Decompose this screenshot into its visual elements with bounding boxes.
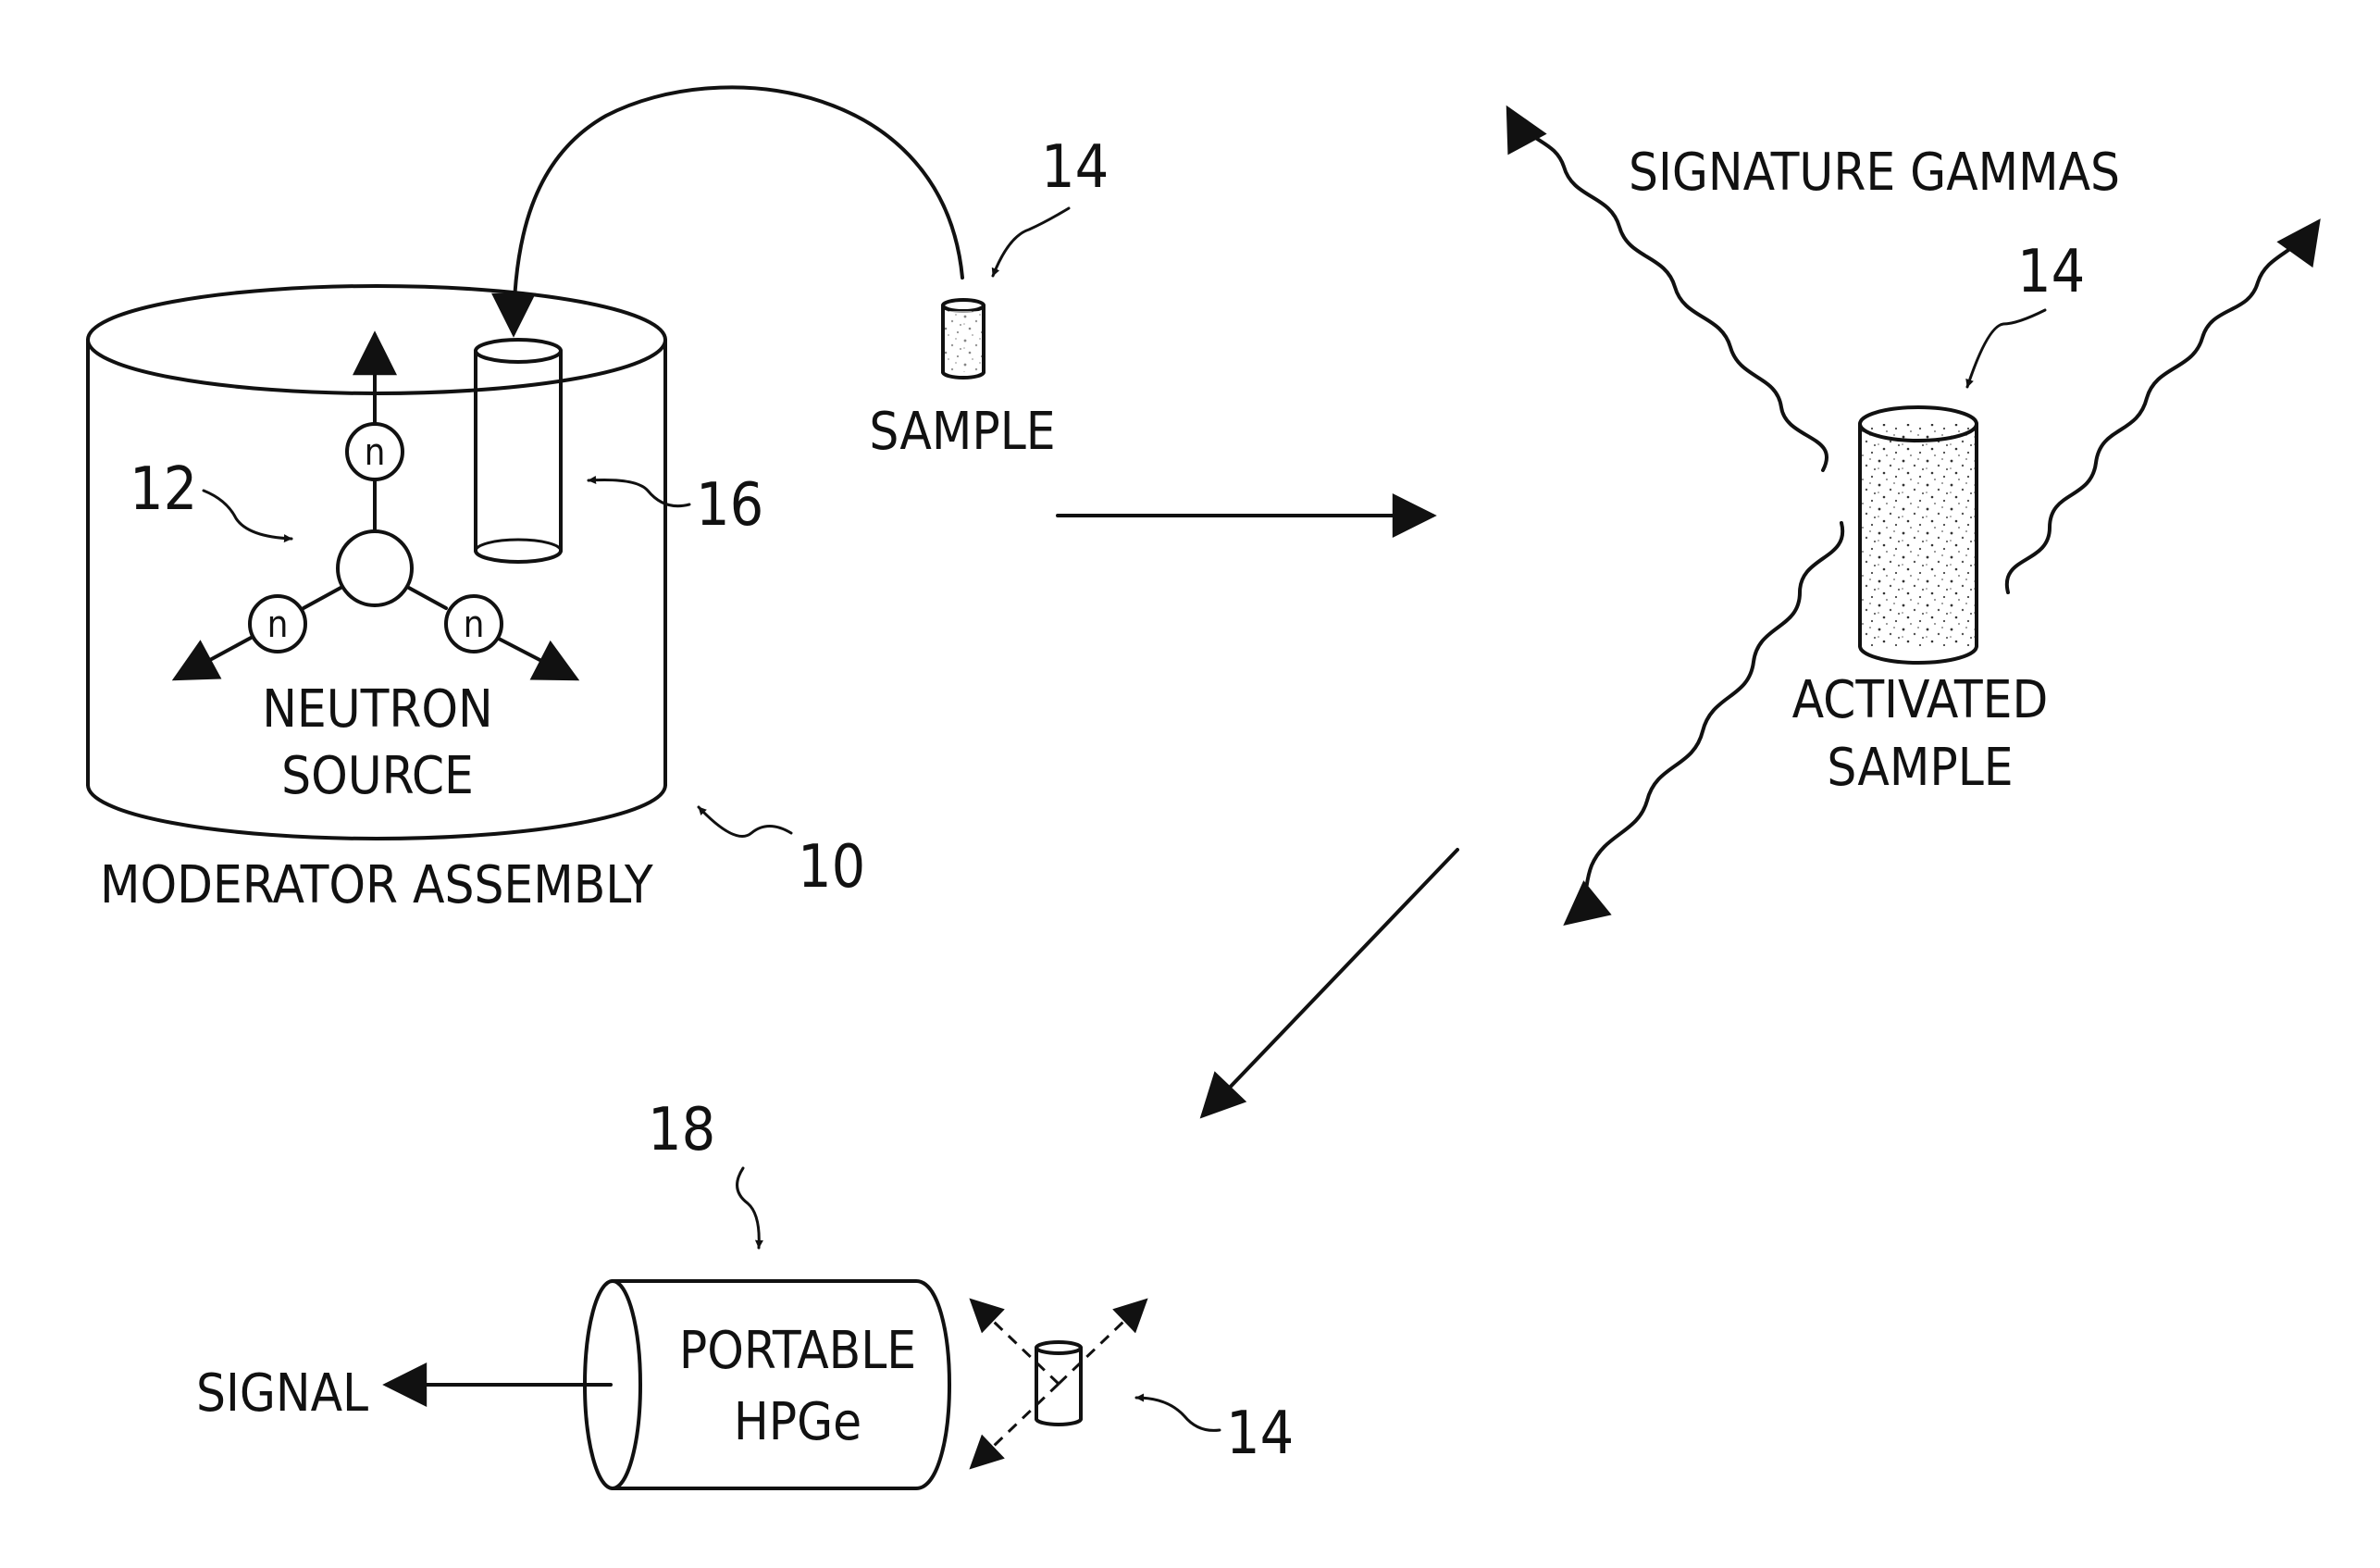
- ref-neutron-source: 12: [130, 455, 197, 524]
- signature-gammas-label: SIGNATURE GAMMAS: [1629, 143, 2120, 203]
- neutron-source-label-1: NEUTRON: [262, 679, 492, 740]
- leader-activated-sample: [1967, 310, 2045, 387]
- sample-vial: [943, 300, 984, 378]
- activated-sample-label-2: SAMPLE: [1827, 738, 2013, 798]
- leader-detector-sample: [1136, 1398, 1220, 1430]
- signal-label: SIGNAL: [196, 1363, 368, 1424]
- ref-sample-holder: 16: [696, 471, 763, 540]
- transfer-arc: [514, 87, 962, 333]
- moderator-assembly-label: MODERATOR ASSEMBLY: [100, 855, 653, 915]
- sample-label: SAMPLE: [869, 402, 1055, 462]
- sample-holder: [476, 340, 561, 562]
- portable-hpge-label-1: PORTABLE: [679, 1321, 916, 1381]
- ref-sample: 14: [1041, 133, 1109, 202]
- dashed-ray-3: [972, 1384, 1059, 1467]
- neutron-label-left: n: [267, 604, 289, 646]
- ref-detector: 18: [648, 1096, 715, 1164]
- ref-moderator: 10: [798, 833, 865, 902]
- portable-hpge-detector: [585, 1281, 949, 1488]
- portable-hpge-label-2: HPGe: [734, 1392, 862, 1452]
- neutron-label-top: n: [365, 431, 386, 474]
- ref-activated-sample: 14: [2017, 238, 2085, 306]
- neutron-label-right: n: [464, 604, 485, 646]
- leader-detector: [738, 1168, 760, 1248]
- leader-moderator: [699, 807, 791, 837]
- neutron-source-label-2: SOURCE: [281, 746, 474, 806]
- step-arrow-diagonal: [1203, 850, 1457, 1115]
- ref-detector-sample: 14: [1226, 1400, 1294, 1468]
- activated-sample: [1860, 407, 1977, 663]
- activated-sample-label-1: ACTIVATED: [1792, 670, 2049, 730]
- leader-sample: [993, 208, 1069, 276]
- leader-sample-holder: [589, 479, 689, 505]
- leader-neutron-source: [204, 491, 291, 539]
